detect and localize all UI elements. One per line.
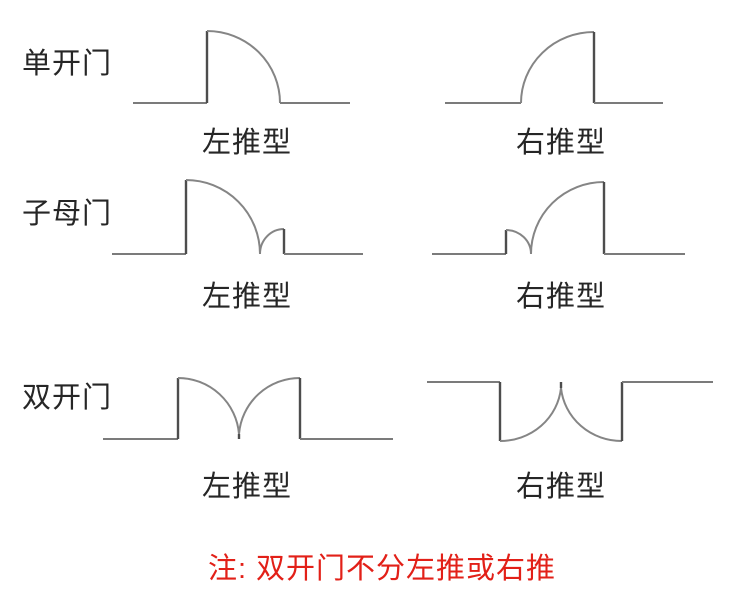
small-swing-arc [505, 229, 532, 255]
swing-arc [520, 31, 595, 104]
label-double-left-push: 左推型 [201, 471, 293, 503]
label-double-right-push: 右推型 [515, 471, 607, 503]
mother-child-door-left-push-symbol [112, 179, 363, 255]
swing-arc [206, 30, 281, 104]
label-mother-child-left-push: 左推型 [201, 281, 293, 313]
double-door-right-push-symbol [427, 381, 713, 443]
left-swing-arc [177, 376, 240, 435]
single-door-left-push-symbol [133, 30, 350, 104]
main-swing-arc [530, 181, 605, 255]
left-swing-arc [499, 387, 562, 443]
row-name-single-door: 单开门 [22, 48, 113, 80]
label-single-right-push: 右推型 [515, 127, 607, 159]
double-door-left-push-symbol [103, 376, 393, 440]
label-single-left-push: 左推型 [201, 127, 293, 159]
note-text: 注: 双开门不分左推或右推 [207, 553, 557, 585]
main-swing-arc [185, 179, 261, 255]
single-door-right-push-symbol [445, 31, 663, 104]
row-name-double-door: 双开门 [22, 382, 113, 414]
right-swing-arc [560, 387, 623, 443]
small-swing-arc [259, 228, 285, 255]
right-swing-arc [238, 376, 301, 435]
label-mother-child-right-push: 右推型 [515, 281, 607, 313]
row-name-mother-child-door: 子母门 [22, 198, 113, 230]
mother-child-door-right-push-symbol [432, 181, 685, 255]
